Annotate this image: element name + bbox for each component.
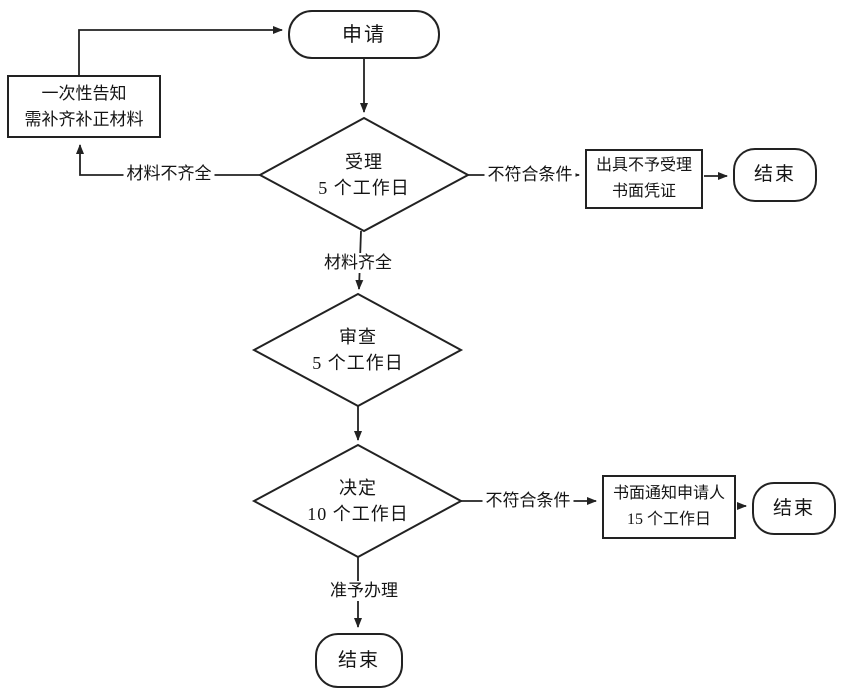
edge-label-materials-complete: 材料齐全 — [321, 253, 395, 273]
node-end-top: 结束 — [733, 148, 817, 202]
node-decide-text: 决定 10 个工作日 — [307, 475, 409, 527]
edge-notify-to-apply — [78, 26, 283, 75]
edge-label-materials-incomplete: 材料不齐全 — [123, 164, 215, 184]
node-decide-line1: 决定 — [339, 478, 377, 498]
node-reject-receipt-line1: 出具不予受理 — [595, 157, 692, 174]
node-end-right: 结束 — [752, 482, 836, 535]
edge-label-not-meet-top: 不符合条件 — [484, 165, 576, 185]
edge-label-not-meet-bottom: 不符合条件 — [482, 491, 574, 511]
node-written-notice-line1: 书面通知申请人 — [612, 485, 725, 502]
node-apply-label: 申请 — [342, 23, 386, 46]
node-end-right-label: 结束 — [772, 497, 815, 519]
node-notify-line1: 一次性告知 — [41, 83, 127, 103]
node-decide-diamond-shape — [251, 443, 464, 559]
node-reject-receipt-line2: 书面凭证 — [611, 183, 676, 200]
node-end-top-label: 结束 — [753, 164, 796, 185]
node-accept-line1: 受理 — [345, 152, 383, 172]
node-notify: 一次性告知 需补齐补正材料 — [7, 75, 161, 138]
node-accept-line2: 5 个工作日 — [318, 178, 410, 198]
node-review-line1: 审查 — [339, 327, 377, 347]
edge-label-approved: 准予办理 — [327, 581, 401, 601]
node-written-notice: 书面通知申请人 15 个工作日 — [602, 475, 736, 539]
node-end-bottom: 结束 — [315, 633, 403, 688]
node-review-text: 审查 5 个工作日 — [312, 324, 404, 376]
node-review-line2: 5 个工作日 — [312, 353, 404, 373]
node-notify-line2: 需补齐补正材料 — [24, 109, 144, 129]
node-end-bottom-label: 结束 — [337, 649, 380, 671]
node-written-notice-line2: 15 个工作日 — [626, 511, 711, 528]
node-reject-receipt: 出具不予受理 书面凭证 — [585, 149, 703, 209]
node-accept-diamond-shape — [257, 116, 471, 233]
node-decide-line2: 10 个工作日 — [307, 504, 409, 524]
node-review-diamond-shape — [251, 292, 464, 408]
node-accept-text: 受理 5 个工作日 — [318, 149, 410, 201]
node-apply: 申请 — [288, 10, 440, 59]
